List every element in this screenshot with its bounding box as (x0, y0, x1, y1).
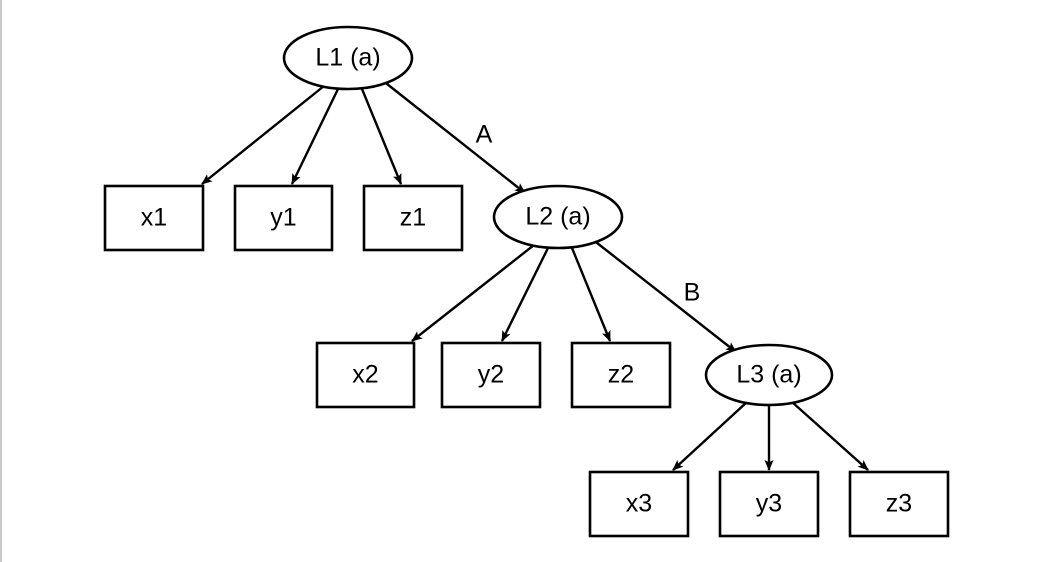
node-label-L3: L3 (a) (736, 361, 801, 389)
edge-l1-to-z1 (360, 88, 403, 185)
node-shape-rect (103, 184, 205, 252)
latent-node-L1[interactable]: L1 (a) (282, 25, 414, 91)
observed-node-x1[interactable]: x1 (103, 184, 205, 252)
node-label-z3: z3 (886, 490, 912, 518)
node-shape-rect (440, 341, 542, 409)
node-shape-ellipse (704, 343, 834, 407)
latent-node-L3[interactable]: L3 (a) (704, 343, 834, 407)
observed-node-y1[interactable]: y1 (233, 184, 334, 252)
edge-l3-to-x3 (672, 401, 748, 471)
node-label-L1: L1 (a) (315, 44, 380, 72)
edges-layer (201, 79, 869, 471)
edge-l1-to-x1 (201, 85, 325, 185)
observed-node-z3[interactable]: z3 (848, 470, 950, 538)
node-label-y2: y2 (478, 361, 504, 389)
latent-node-L2[interactable]: L2 (a) (492, 184, 624, 250)
edge-label-b: B (684, 279, 701, 307)
nodes-layer: x1 y1 z1 x2 y2 z2 x3 y3 z3 L1 (a) L2 (a) L3 (a) (103, 25, 950, 538)
node-label-L2: L2 (a) (525, 203, 590, 231)
observed-node-x2[interactable]: x2 (315, 341, 416, 409)
node-label-z2: z2 (608, 361, 634, 389)
node-shape-rect (570, 341, 672, 409)
edge-l2-to-z2 (570, 247, 612, 342)
observed-node-z2[interactable]: z2 (570, 341, 672, 409)
node-label-z1: z1 (400, 204, 426, 232)
observed-node-x3[interactable]: x3 (588, 470, 690, 538)
node-shape-ellipse (282, 25, 414, 91)
node-label-y3: y3 (756, 490, 782, 518)
edge-l2-to-l3 (591, 238, 737, 353)
node-shape-rect (718, 470, 820, 538)
node-label-x1: x1 (141, 204, 167, 232)
edge-label-a: A (476, 121, 493, 149)
node-shape-rect (315, 341, 416, 409)
edge-l2-to-x2 (411, 244, 535, 342)
observed-node-y2[interactable]: y2 (440, 341, 542, 409)
edge-l1-to-y1 (290, 88, 340, 185)
node-shape-rect (233, 184, 334, 252)
observed-node-y3[interactable]: y3 (718, 470, 820, 538)
node-shape-rect (362, 184, 464, 252)
node-label-x2: x2 (352, 361, 378, 389)
node-label-y1: y1 (270, 204, 296, 232)
node-shape-ellipse (492, 184, 624, 250)
edge-l2-to-y2 (500, 247, 550, 342)
edge-l1-to-l2 (381, 79, 526, 194)
edge-labels-layer: AB (476, 121, 701, 307)
observed-node-z1[interactable]: z1 (362, 184, 464, 252)
edge-l3-to-z3 (791, 401, 869, 471)
node-shape-rect (588, 470, 690, 538)
node-shape-rect (848, 470, 950, 538)
node-label-x3: x3 (626, 490, 652, 518)
